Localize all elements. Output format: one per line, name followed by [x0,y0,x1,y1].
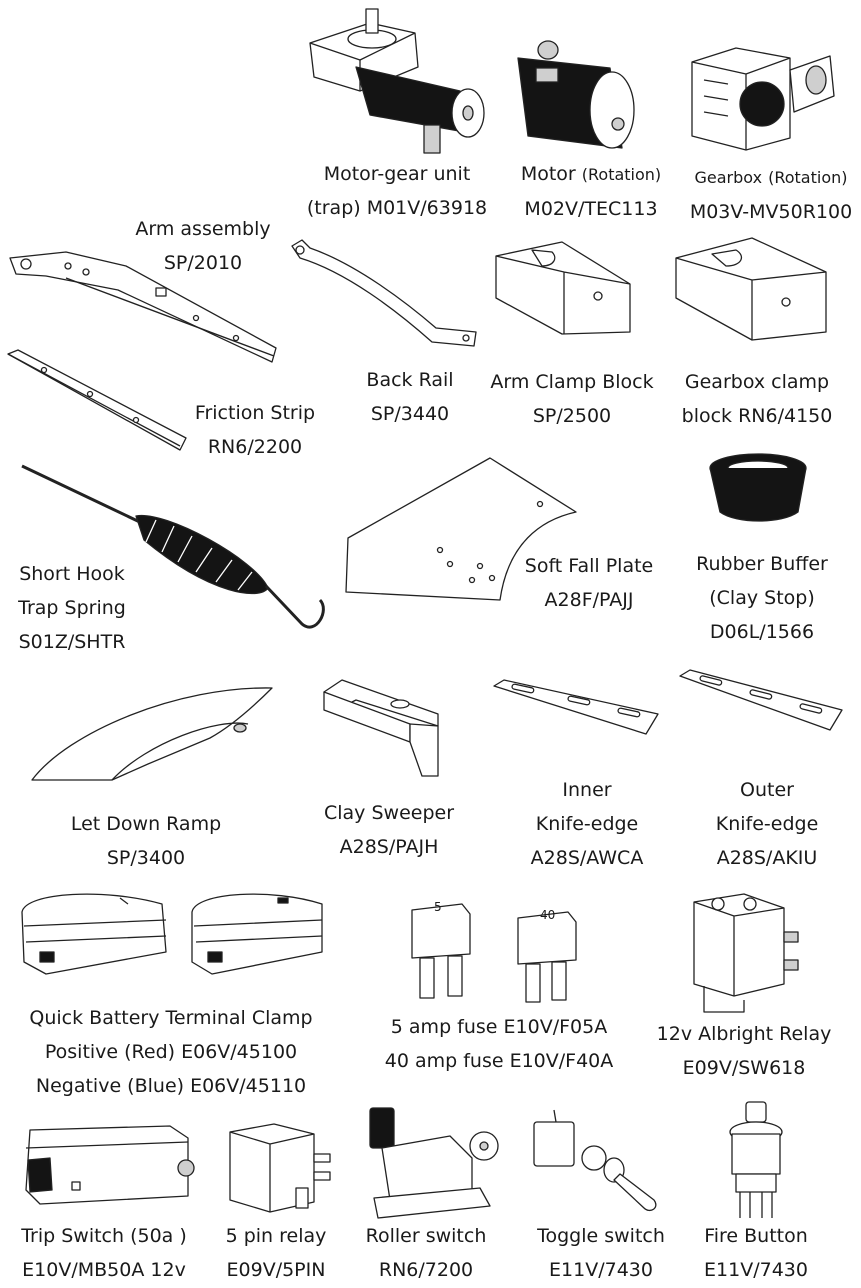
label-short-hook-trap-spring: Short Hook Trap Spring S01Z/SHTR [18,563,126,653]
roller-switch-image [360,1102,510,1222]
rubber-buffer-image [706,452,810,526]
outer-knife-edge-image [676,666,846,734]
arm-clamp-block-image [492,236,638,340]
label-arm-assembly: Arm assembly SP/2010 [135,218,271,274]
fire-button-image [726,1098,786,1222]
label-fuses: 5 amp fuse E10V/F05A 40 amp fuse E10V/F4… [384,1016,614,1072]
label-fire-button: Fire Button E11V/7430 [704,1225,808,1281]
motor-gear-unit-image [300,5,500,157]
short-hook-trap-spring-image [16,460,332,636]
label-albright-relay: 12v Albright Relay E09V/SW618 [656,1023,832,1079]
label-five-pin-relay: 5 pin relay E09V/5PIN [225,1225,327,1281]
label-soft-fall-plate: Soft Fall Plate A28F/PAJJ [524,555,654,611]
back-rail-image [286,236,486,352]
clay-sweeper-image [318,676,446,780]
arm-assembly-image [6,244,282,374]
gearbox-clamp-block-image [672,232,830,344]
label-toggle-switch: Toggle switch E11V/7430 [537,1225,665,1281]
five-pin-relay-image [226,1118,334,1214]
label-outer-knife-edge: Outer Knife-edge A28S/AKIU [715,779,819,869]
label-motor-gear-unit: Motor-gear unit (trap) M01V/63918 [306,163,488,219]
label-inner-knife-edge: Inner Knife-edge A28S/AWCA [530,779,644,869]
label-arm-clamp-block: Arm Clamp Block SP/2500 [490,371,654,427]
trip-switch-image [20,1118,195,1210]
inner-knife-edge-image [490,676,662,738]
fuse-40-mark: 40 [540,908,556,922]
fuse-40-amp-image: 40 [512,908,584,1004]
label-friction-strip: Friction Strip RN6/2200 [194,402,316,458]
label-roller-switch: Roller switch RN6/7200 [365,1225,487,1281]
label-battery-clamp: Quick Battery Terminal Clamp Positive (R… [29,1007,313,1097]
label-motor: Motor (Rotation) M02V/TEC113 [520,163,662,220]
label-clay-sweeper: Clay Sweeper A28S/PAJH [323,802,455,858]
let-down-ramp-image [28,682,278,786]
label-back-rail: Back Rail SP/3440 [366,369,454,425]
label-rubber-buffer: Rubber Buffer (Clay Stop) D06L/1566 [696,553,828,643]
battery-clamp-image [16,882,328,978]
fuse-5-amp-image: 5 [404,900,476,1000]
label-gearbox: Gearbox (Rotation) M03V-MV50R100 [689,168,853,223]
motor-image [510,28,660,152]
label-trip-switch: Trip Switch (50a ) E10V/MB50A 12v [21,1225,187,1281]
fuse-5-mark: 5 [434,900,442,914]
gearbox-image [688,40,838,152]
albright-relay-image [684,888,804,1016]
label-let-down-ramp: Let Down Ramp SP/3400 [70,813,222,869]
friction-strip-image [4,346,188,454]
label-gearbox-clamp-block: Gearbox clamp block RN6/4150 [681,371,833,427]
toggle-switch-image [528,1104,668,1216]
soft-fall-plate-image [340,454,584,604]
